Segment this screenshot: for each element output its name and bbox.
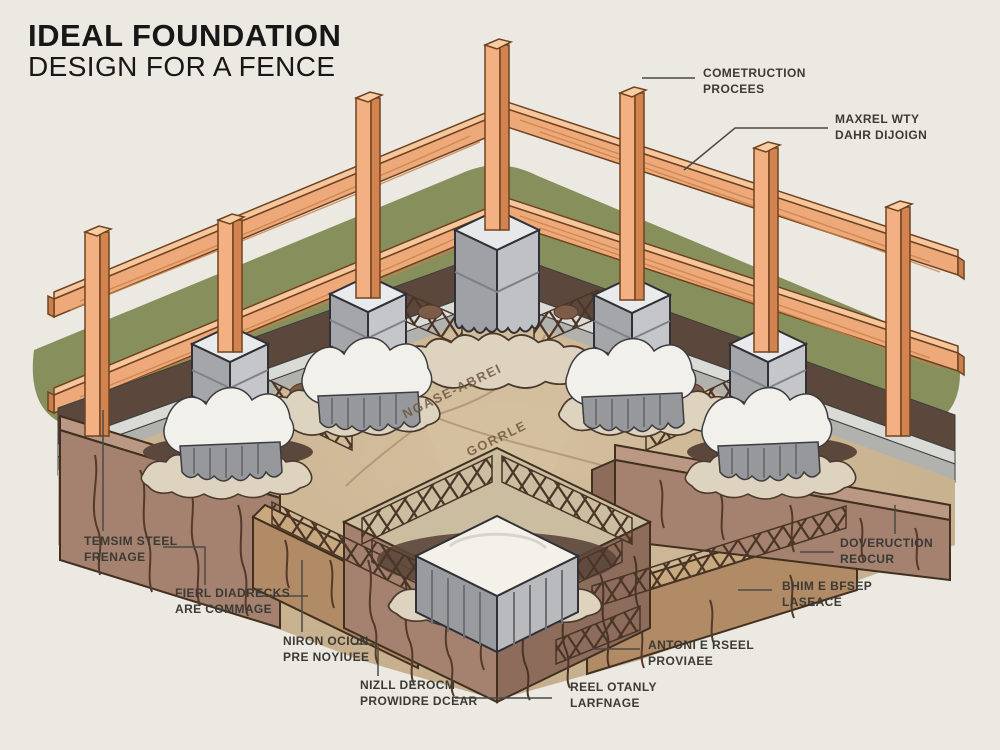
callout-bhim-bfsep: BHIM E BFSEP LASEACE: [782, 579, 872, 610]
callout-line: NIRON OCION: [283, 634, 369, 648]
callout-line: ANTONI E RSEEL: [648, 638, 755, 652]
callout-reel-otanly: REEL OTANLY LARFNAGE: [570, 680, 657, 711]
fence-post: [82, 225, 114, 437]
callout-line: DOVERUCTION: [840, 536, 934, 550]
callout-line: NIZLL DEROCM: [360, 678, 456, 692]
foundation-pedestals: [141, 209, 857, 499]
callout-tension-steel: TEMSIM STEEL FRENAGE: [84, 534, 177, 565]
fence-post: [482, 38, 514, 231]
callout-line: TEMSIM STEEL: [84, 534, 178, 548]
page-title: IDEAL FOUNDATION DESIGN FOR A FENCE: [28, 18, 342, 83]
callout-doveruction: DOVERUCTION REOCUR: [840, 536, 933, 567]
callout-field-diadrecks: FIERL DIADRECKS ARE COMMAGE: [175, 586, 290, 617]
callout-line: FRENAGE: [84, 549, 146, 564]
callout-line: PROCEES: [703, 81, 765, 96]
callout-line: PRE NOYIUEE: [283, 649, 370, 664]
callout-line: ARE COMMAGE: [175, 601, 273, 616]
callout-line: PROVIAEE: [648, 653, 714, 668]
title-line-2: DESIGN FOR A FENCE: [28, 51, 336, 83]
callout-niron-ocion: NIRON OCION PRE NOYIUEE: [283, 634, 369, 665]
callout-lines: [102, 77, 896, 699]
callout-line: FIERL DIADRECKS: [175, 586, 291, 600]
callout-line: DAHR DIJOIGN: [835, 127, 928, 142]
central-footing: [361, 454, 633, 654]
fence-post: [751, 141, 783, 353]
callout-nizll-derocm: NIZLL DEROCM PROWIDRE DCEAR: [360, 678, 478, 709]
fence-post: [617, 86, 649, 301]
callout-line: REEL OTANLY: [570, 680, 657, 694]
callout-line: MAXREL WTY: [835, 112, 920, 126]
callout-line: PROWIDRE DCEAR: [360, 693, 478, 708]
callout-line: COMETRUCTION: [703, 66, 806, 80]
callout-antoni-rseel: ANTONI E RSEEL PROVIAEE: [648, 638, 754, 669]
callout-construction-process: COMETRUCTION PROCEES: [703, 66, 806, 97]
fence-post: [353, 91, 385, 299]
fence-posts: [82, 38, 915, 437]
callout-line: BHIM E BFSEP: [782, 579, 873, 593]
callout-line: REOCUR: [840, 551, 895, 566]
callout-line: LASEACE: [782, 594, 843, 609]
fence-post: [215, 213, 247, 353]
fence-post: [883, 200, 915, 437]
title-line-1: IDEAL FOUNDATION: [28, 18, 342, 53]
callout-material-design: MAXREL WTY DAHR DIJOIGN: [835, 112, 927, 143]
callout-line: LARFNAGE: [570, 695, 640, 710]
